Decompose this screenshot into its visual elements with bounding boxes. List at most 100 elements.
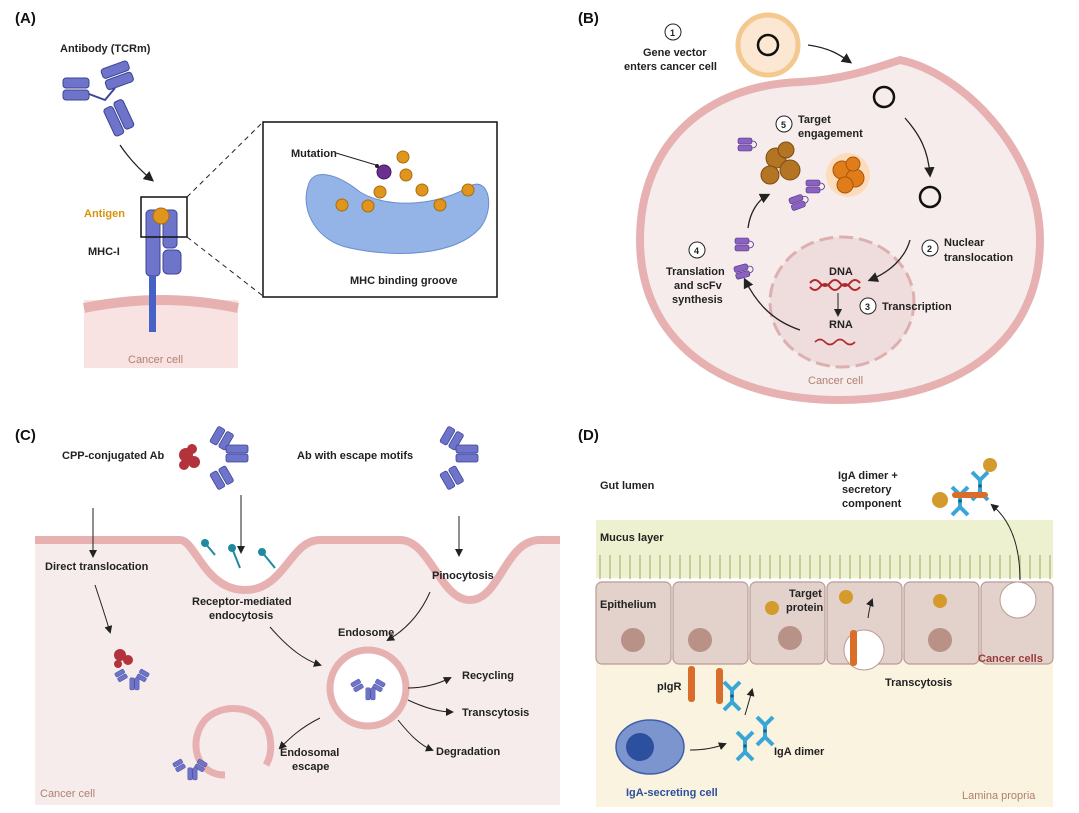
gene-vector-icon xyxy=(735,12,801,78)
binding-arrow xyxy=(119,144,154,182)
zoom-line-top xyxy=(186,121,264,198)
peptide-chain-icon xyxy=(335,150,475,213)
step-5-line-1: Target xyxy=(798,114,831,126)
cancer-cell-label-c: Cancer cell xyxy=(40,788,95,800)
endosome-label: Endosome xyxy=(338,627,394,639)
step-5: 5 Target engagement xyxy=(775,114,863,140)
mhc-i-icon xyxy=(145,209,182,332)
panel-b: (B) DNA RNA 1 Gene vecto xyxy=(578,10,1045,405)
antigen-label: Antigen xyxy=(84,208,125,220)
iga-sc-line-2: secretory xyxy=(842,484,892,496)
escape-ab-label: Ab with escape motifs xyxy=(297,450,413,462)
zoom-line-bottom xyxy=(186,236,264,297)
mhc-label: MHC-I xyxy=(88,246,120,258)
zoom-box xyxy=(140,196,188,238)
cell-membrane-c xyxy=(35,536,560,605)
target-line-1: Target xyxy=(789,588,822,600)
direct-label: Direct translocation xyxy=(45,561,149,573)
pigr-label: pIgR xyxy=(657,681,681,693)
cancer-cell-body xyxy=(84,300,238,368)
panel-c: (C) CPP-conjugated Ab Ab with escape mot… xyxy=(15,425,560,805)
mutation-pointer xyxy=(335,152,377,166)
rna-icon xyxy=(814,338,856,346)
escaping-endosome-icon xyxy=(192,705,275,779)
receptor-icons xyxy=(201,539,276,569)
iga-sc-line-1: IgA dimer + xyxy=(838,470,898,482)
iga-dimer-label: IgA dimer xyxy=(774,746,825,758)
cancer-cells-label: Cancer cells xyxy=(978,653,1043,665)
endo-escape-line-1: Endosomal xyxy=(280,747,339,759)
epithelial-cells xyxy=(595,581,1054,665)
lumen-label: Gut lumen xyxy=(600,480,655,492)
antibody-label: Antibody (TCRm) xyxy=(60,43,151,55)
tcrm-antibody-icon xyxy=(62,60,135,137)
step-3: 3 Transcription xyxy=(859,297,952,315)
receptor-line-1: Receptor-mediated xyxy=(192,596,292,608)
target-protein-glow-icon xyxy=(832,156,865,194)
step-2-line-1: Nuclear xyxy=(944,237,985,249)
transcytosis-d-label: Transcytosis xyxy=(885,677,952,689)
cpp-label: CPP-conjugated Ab xyxy=(62,450,165,462)
step-4-line-1: Translation xyxy=(666,266,725,278)
receptor-line-2: endocytosis xyxy=(209,610,273,622)
cytosol-antibody-icon xyxy=(114,649,133,668)
cell-membrane xyxy=(82,295,240,313)
transcytosis-c-label: Transcytosis xyxy=(462,707,529,719)
svg-text:4: 4 xyxy=(694,246,699,256)
panel-d-label: (D) xyxy=(578,427,599,444)
cpp-blob-icon xyxy=(179,444,200,470)
epithelium-label: Epithelium xyxy=(600,599,656,611)
step-2-line-2: translocation xyxy=(944,252,1013,264)
escape-antibody-icon xyxy=(439,425,479,491)
dna-icon xyxy=(809,279,861,287)
degradation-label: Degradation xyxy=(436,746,500,758)
lamina-label: Lamina propria xyxy=(962,790,1036,802)
panel-a-label: (A) xyxy=(15,10,36,27)
microvilli xyxy=(599,555,1051,579)
svg-text:1: 1 xyxy=(670,28,675,38)
panel-a: (A) Antibody (TCRm) Cancer cell Antigen … xyxy=(15,10,498,368)
cpp-antibody-icon xyxy=(209,425,249,491)
plasmid-icon xyxy=(872,85,896,109)
cancer-cell-label: Cancer cell xyxy=(128,354,183,366)
antigen-peptide-icon xyxy=(152,207,170,225)
svg-text:2: 2 xyxy=(927,244,932,254)
iga-sc-line-3: component xyxy=(842,498,902,510)
dna-label: DNA xyxy=(829,266,853,278)
mhc-groove-icon xyxy=(305,174,490,254)
vesicle-icon xyxy=(999,581,1037,619)
cancer-cell-c xyxy=(35,540,560,805)
target-protein-d-icon xyxy=(765,590,947,615)
rna-label: RNA xyxy=(829,319,853,331)
plasmid-icon xyxy=(918,185,942,209)
mucus-label: Mucus layer xyxy=(600,532,664,544)
pigr-icon xyxy=(688,666,695,702)
step-2: 2 Nuclear translocation xyxy=(921,237,1013,264)
nuclei xyxy=(621,626,952,652)
endo-escape-line-2: escape xyxy=(292,761,329,773)
step-3-label: Transcription xyxy=(882,301,952,313)
recycling-label: Recycling xyxy=(462,670,514,682)
svg-text:5: 5 xyxy=(781,120,786,130)
cancer-cell-label-b: Cancer cell xyxy=(808,375,863,387)
step-4: 4 Translation and scFv synthesis xyxy=(666,241,725,306)
target-protein-icon xyxy=(760,141,801,185)
mucus-layer xyxy=(596,520,1053,578)
iga-secreting-label: IgA-secreting cell xyxy=(626,787,718,799)
target-line-2: protein xyxy=(786,602,824,614)
panel-d: (D) Gut lumen IgA dimer + secretory comp… xyxy=(578,427,1054,807)
step-1-line-1: Gene vector xyxy=(643,47,707,59)
mutation-label: Mutation xyxy=(291,148,337,160)
secretory-iga-icon xyxy=(932,458,997,517)
pino-label: Pinocytosis xyxy=(432,570,494,582)
step-4-line-3: synthesis xyxy=(672,294,723,306)
step-5-line-2: engagement xyxy=(798,128,863,140)
panel-b-label: (B) xyxy=(578,10,599,27)
step-1-line-2: enters cancer cell xyxy=(624,61,717,73)
step-4-line-2: and scFv xyxy=(674,280,723,292)
nucleus xyxy=(768,235,916,369)
panel-c-label: (C) xyxy=(15,427,36,444)
svg-text:3: 3 xyxy=(865,302,870,312)
groove-label: MHC binding groove xyxy=(350,275,458,287)
